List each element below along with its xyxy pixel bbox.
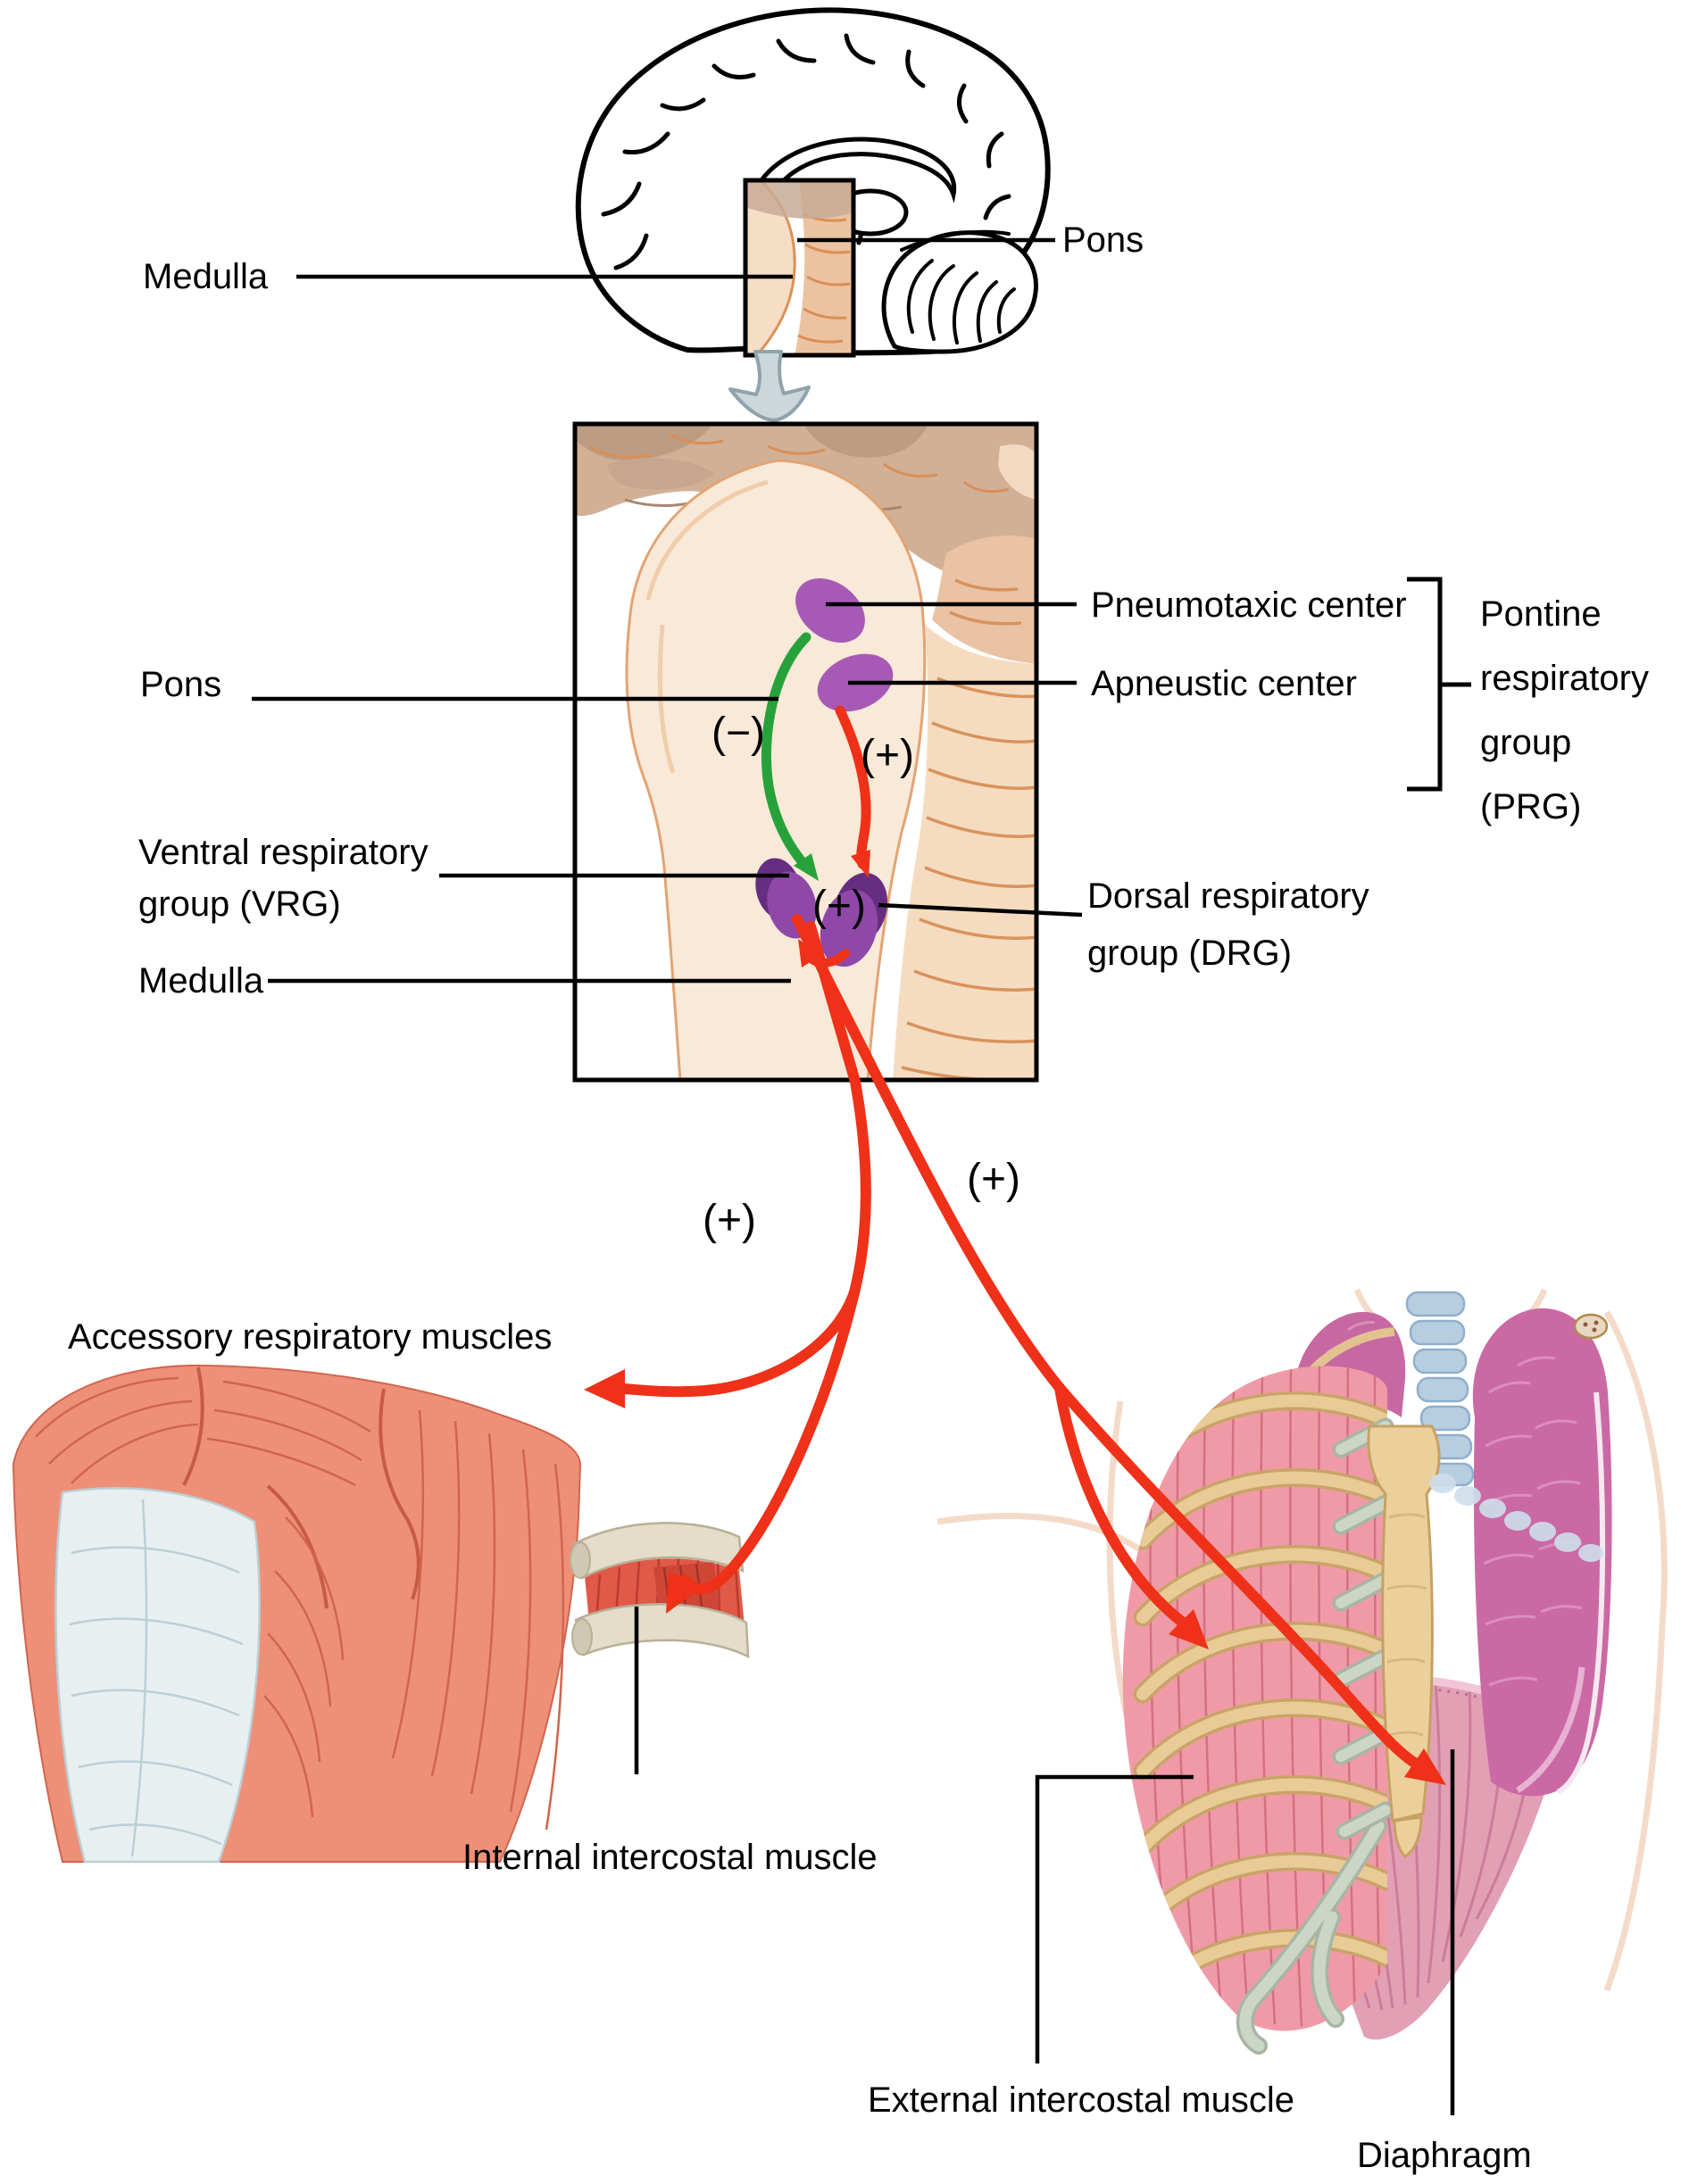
label-medulla-mid: Medulla (138, 961, 264, 1001)
red-path-to-ribs (1054, 1383, 1188, 1628)
red-excite-arrow (835, 705, 871, 878)
sternum (1367, 1424, 1441, 1858)
red-path-right-main (792, 914, 1065, 1393)
red-path-left-main (805, 921, 871, 1298)
line-external-intercostal (1035, 1774, 1194, 2064)
red-arrowheads (584, 1369, 1446, 1785)
ribcage-lungs-illustration (936, 1288, 1668, 2055)
sign-plus-apneustic: (+) (861, 732, 914, 779)
line-drg (878, 902, 1083, 918)
label-lines (252, 237, 1471, 2115)
muscle-striations (35, 1376, 565, 1831)
sign-plus-right-efferent: (+) (967, 1156, 1020, 1203)
green-inhibit-arrow (761, 632, 819, 881)
label-external-intercostal-muscle: External intercostal muscle (868, 2080, 1294, 2120)
label-apneustic-center: Apneustic center (1091, 664, 1357, 703)
right-lung (1429, 1308, 1612, 1797)
label-internal-intercostal-muscle: Internal intercostal muscle (462, 1838, 878, 1877)
sign-minus-pneumotaxic: (−) (712, 710, 765, 757)
label-pneumotaxic-center: Pneumotaxic center (1091, 585, 1407, 625)
label-pons-top: Pons (1062, 220, 1144, 260)
label-diaphragm: Diaphragm (1357, 2136, 1532, 2175)
label-dorsal-respiratory-group: Dorsal respiratory group (DRG) (1087, 876, 1369, 973)
abdominal-fascia (54, 1487, 261, 1864)
spine-behind-lung (1429, 1474, 1603, 1562)
drg-oval (820, 889, 878, 967)
label-accessory-respiratory-muscles: Accessory respiratory muscles (68, 1317, 553, 1357)
label-medulla-top: Medulla (143, 257, 269, 296)
enlarged-brainstem-box (572, 421, 1039, 1083)
label-ventral-respiratory-group: Ventral respiratory group (VRG) (138, 833, 429, 924)
red-path-to-torso (620, 1287, 860, 1398)
cerebellum-sketch (881, 229, 1038, 354)
prg-bracket (1407, 577, 1471, 792)
label-pontine-respiratory-group: Pontine respiratory group (PRG) (1480, 594, 1649, 826)
red-path-to-internal-ic (679, 1287, 860, 1595)
internal-intercostal-illustration (570, 1522, 750, 1659)
costal-cartilage-hooks (1236, 1817, 1387, 2055)
pneumotaxic-center-oval (795, 577, 865, 644)
red-path-to-diaphragm (1054, 1383, 1421, 1769)
efferent-red-arrows (584, 914, 1446, 1785)
enlarged-box-border (572, 421, 1039, 1083)
sign-plus-left-efferent: (+) (703, 1197, 756, 1244)
ribcage-barrel (1122, 1366, 1394, 2055)
accessory-muscles-illustration (12, 1364, 582, 1864)
sign-plus-vrg-drg: (+) (812, 883, 866, 930)
cartilage-segments (1332, 1417, 1394, 1840)
brainstem-inset (743, 178, 856, 358)
magnify-arrow-icon (728, 350, 811, 422)
label-pons-mid: Pons (140, 665, 222, 704)
ribs (1133, 1391, 1387, 2011)
inset-box-border (743, 178, 856, 358)
